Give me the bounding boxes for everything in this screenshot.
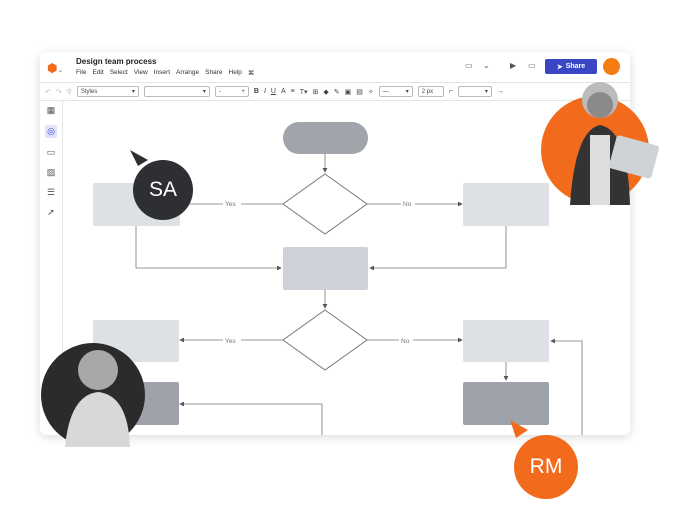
menu-file[interactable]: File xyxy=(76,69,87,76)
header: ⬢⌄ Design team process File Edit Select … xyxy=(40,52,630,82)
align-icon[interactable]: ≡ xyxy=(290,88,295,95)
initials-rm: RM xyxy=(529,455,563,478)
fill-icon[interactable]: ◆ xyxy=(323,88,329,96)
process-middle xyxy=(283,247,368,290)
menu-arrange[interactable]: Arrange xyxy=(176,69,200,76)
underline-icon[interactable]: U xyxy=(270,88,276,95)
collaborator-photo-man xyxy=(541,82,659,205)
image-icon[interactable]: ▨ xyxy=(46,167,56,177)
present-icon[interactable]: ▶ xyxy=(510,61,517,70)
send-icon: ➤ xyxy=(556,63,563,71)
comment-icon[interactable]: ▭ xyxy=(465,61,473,70)
left-sidebar: ▦ ◎ ▭ ▨ ☰ ➚ xyxy=(40,100,63,435)
label-yes-2: Yes xyxy=(225,338,236,345)
menu-edit[interactable]: Edit xyxy=(92,69,104,76)
opacity-icon[interactable]: ▣ xyxy=(344,88,352,96)
video-icon[interactable]: ▭ xyxy=(528,61,536,70)
collaborator-photo-woman xyxy=(41,343,145,447)
menu-help[interactable]: Help xyxy=(228,69,242,76)
label-no-1: No xyxy=(403,201,412,208)
collaborator-badge-sa: SA xyxy=(133,160,193,220)
decision-2 xyxy=(282,309,368,371)
document-title[interactable]: Design team process xyxy=(76,57,157,66)
font-size-stepper[interactable]: -+ xyxy=(214,86,249,97)
styles-label: Styles xyxy=(80,88,98,95)
process-right-3 xyxy=(463,382,549,425)
rocket-icon[interactable]: ➚ xyxy=(47,207,55,217)
initials-sa: SA xyxy=(148,178,177,201)
font-dropdown[interactable]: ▾ xyxy=(143,86,210,97)
menu-bar: File Edit Select View Insert Arrange Sha… xyxy=(76,69,254,77)
connector-icon[interactable]: ⌐ xyxy=(448,88,453,95)
label-yes-1: Yes xyxy=(225,201,236,208)
decision-1 xyxy=(282,173,368,235)
styles-dropdown[interactable]: Styles▾ xyxy=(76,86,139,97)
app-logo-icon[interactable]: ⬢⌄ xyxy=(47,61,64,75)
line-color-icon[interactable]: ✎ xyxy=(333,88,340,96)
label-no-2: No xyxy=(401,338,410,345)
line-start-dropdown[interactable]: ▾ xyxy=(457,86,492,97)
menu-view[interactable]: View xyxy=(133,69,148,76)
bold-icon[interactable]: B xyxy=(253,88,259,95)
pages-icon[interactable]: ▦ xyxy=(46,105,56,115)
shape-icon[interactable]: ⊞ xyxy=(312,88,319,96)
text-color-icon[interactable]: A xyxy=(280,88,286,95)
arrow-end-icon[interactable]: → xyxy=(496,88,504,95)
menu-select[interactable]: Select xyxy=(109,69,128,76)
line-width-stepper[interactable]: 2 px xyxy=(417,86,444,97)
text-options-icon[interactable]: T▾ xyxy=(299,88,308,96)
shapes-icon[interactable]: ◎ xyxy=(45,125,57,138)
process-right-1 xyxy=(463,183,549,226)
menu-share[interactable]: Share xyxy=(205,69,223,76)
undo-icon[interactable]: ↶ xyxy=(45,88,51,96)
menu-insert[interactable]: Insert xyxy=(153,69,171,76)
process-right-2 xyxy=(463,320,549,362)
collaborator-badge-rm: RM xyxy=(514,435,578,499)
frame-icon[interactable]: ▭ xyxy=(46,147,56,157)
data-icon[interactable]: ☰ xyxy=(46,187,56,197)
italic-icon[interactable]: I xyxy=(263,88,266,95)
cursor-rm-icon xyxy=(510,420,528,438)
share-label: Share xyxy=(565,63,586,70)
redo-icon[interactable]: ↷ xyxy=(55,88,62,96)
line-width-value: 2 px xyxy=(421,88,434,95)
cursor-sa-icon xyxy=(130,150,148,166)
image-icon[interactable]: ▤ xyxy=(356,88,363,96)
user-avatar[interactable] xyxy=(603,58,620,75)
chevron-down-icon[interactable]: ⌄ xyxy=(483,61,490,70)
magic-icon[interactable]: ✧ xyxy=(367,88,374,96)
share-button[interactable]: ➤Share xyxy=(545,59,597,74)
line-style-dropdown[interactable]: —▾ xyxy=(378,86,413,97)
start-node xyxy=(283,122,368,154)
format-painter-icon[interactable]: ⚲ xyxy=(66,88,72,96)
gift-icon[interactable]: ⌘ xyxy=(247,70,255,77)
